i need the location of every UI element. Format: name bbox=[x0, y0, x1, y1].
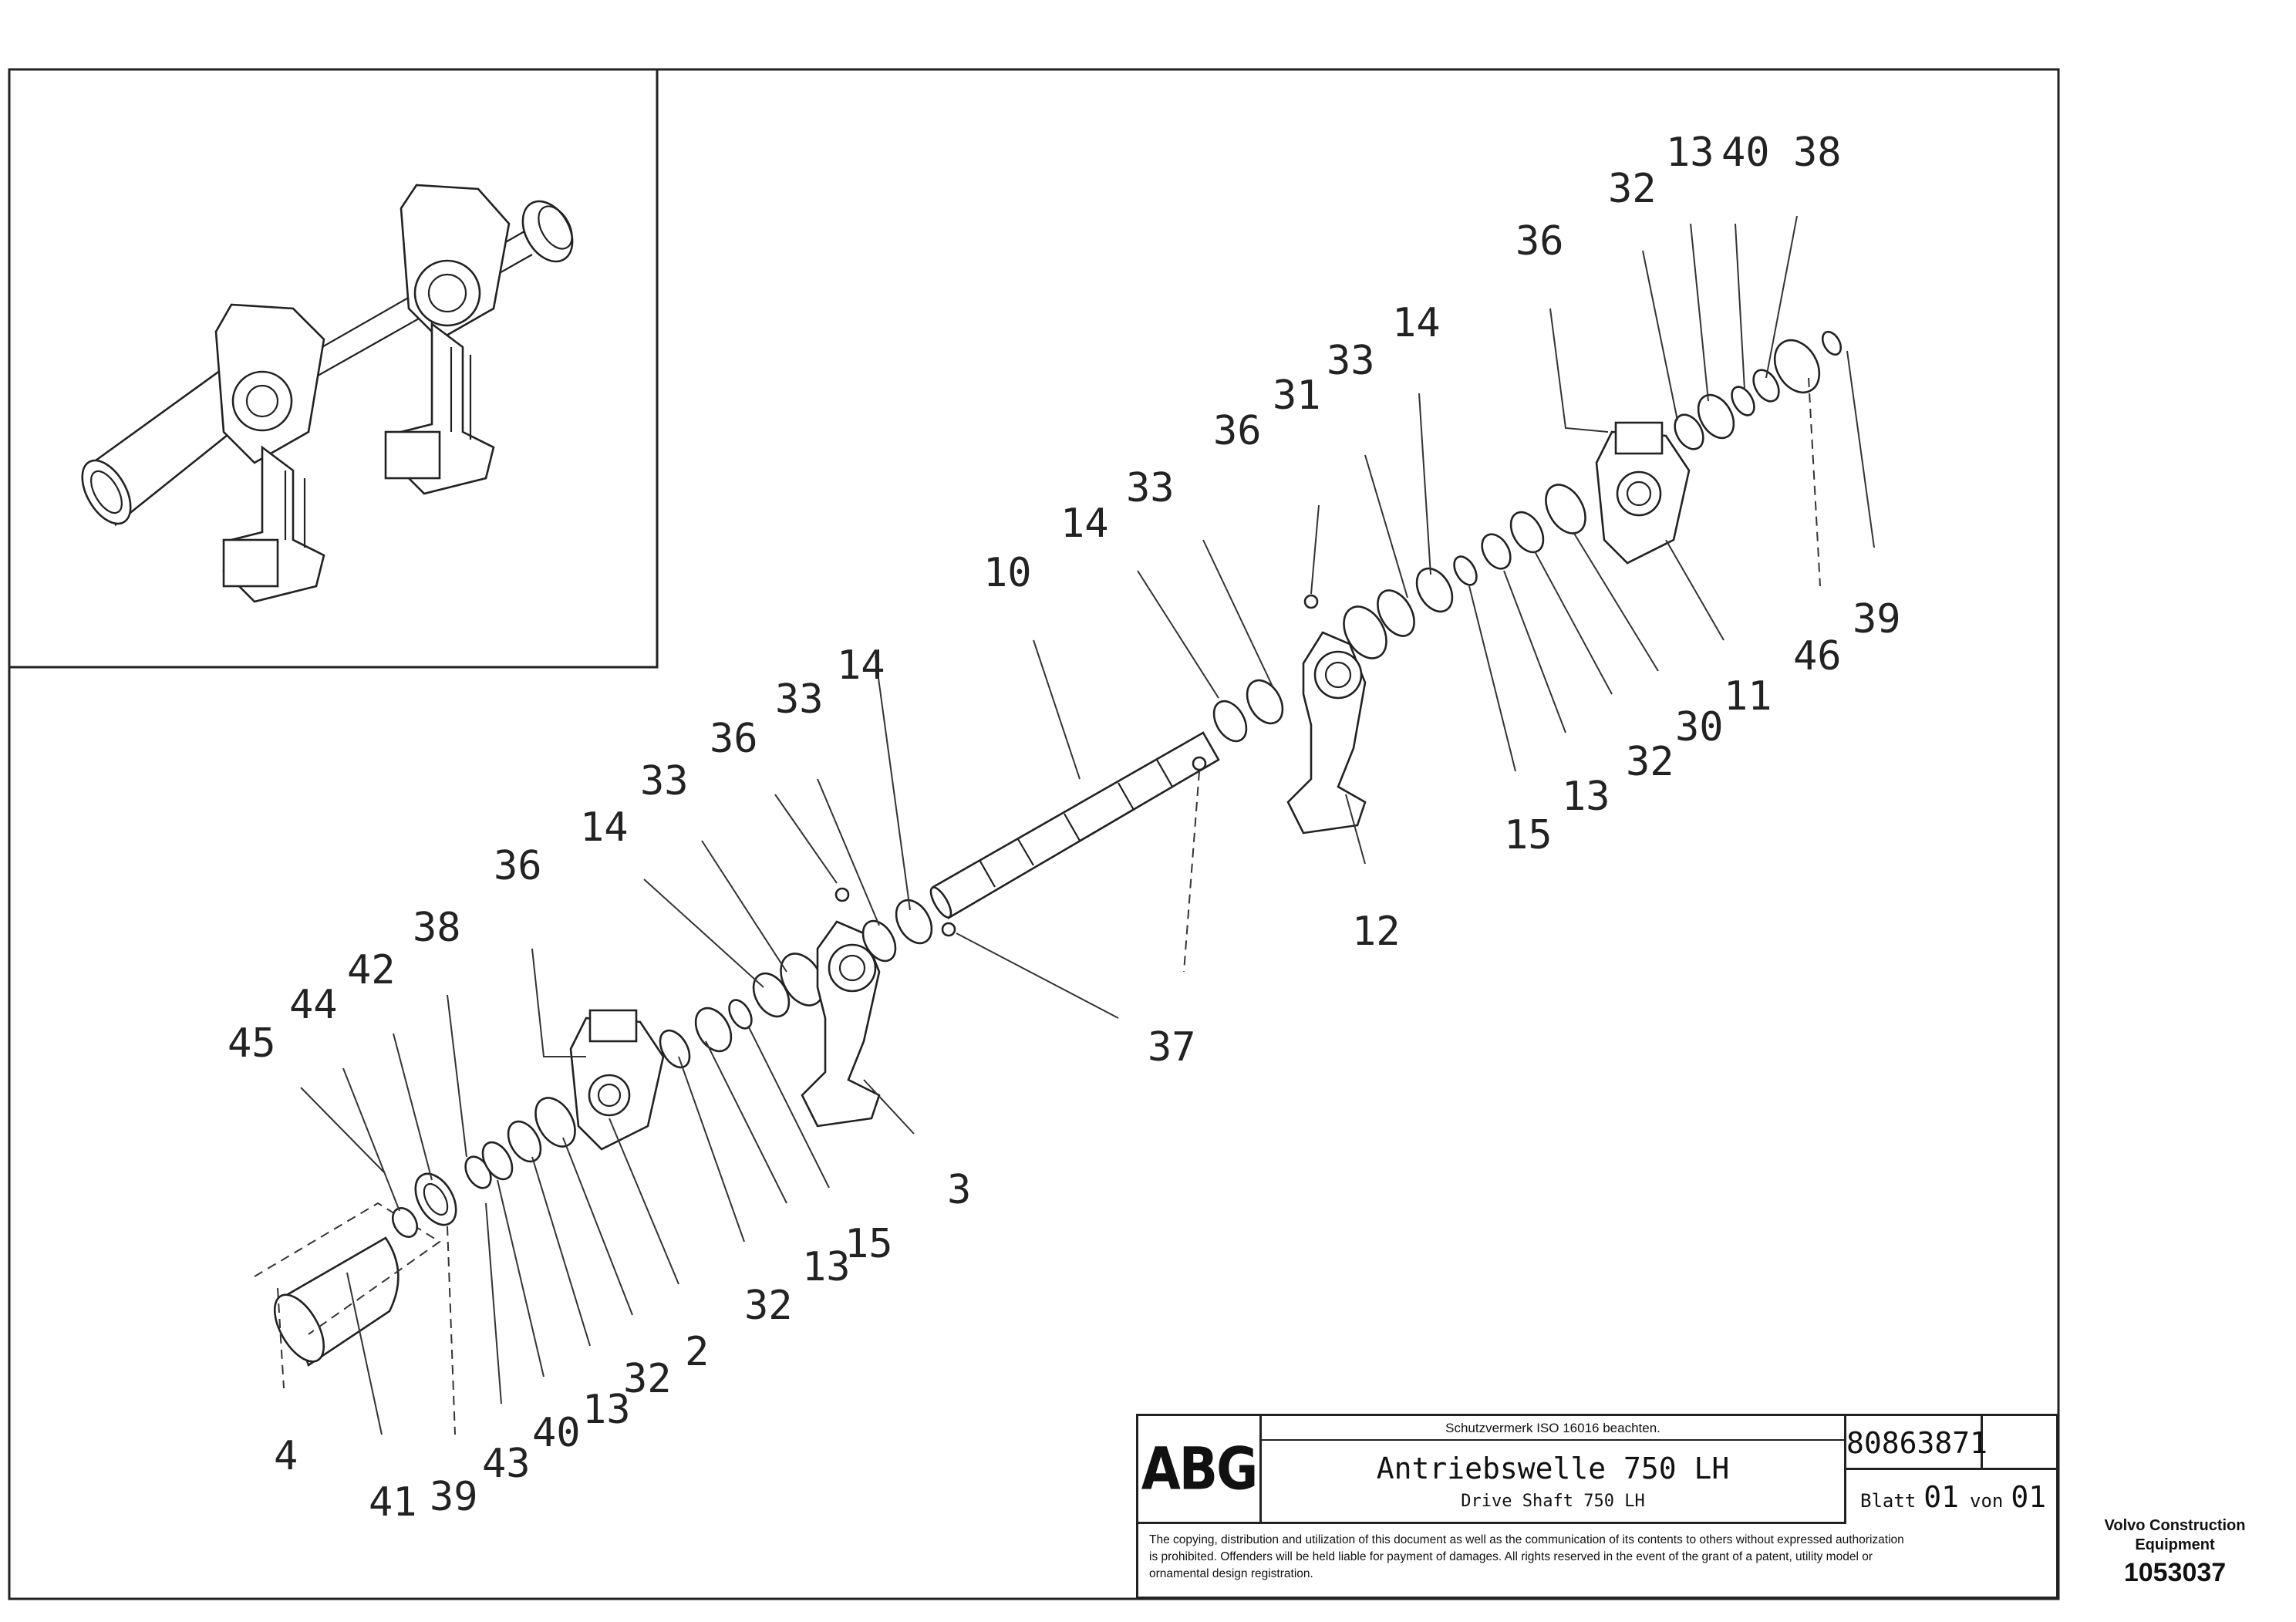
illustration-id: 1053037 bbox=[2123, 1558, 2227, 1587]
of-label: von bbox=[1970, 1490, 2004, 1512]
callout-36: 36 bbox=[710, 716, 758, 762]
callout-10: 10 bbox=[983, 550, 1032, 596]
logo-text: ABG bbox=[1141, 1435, 1259, 1503]
callout-39: 39 bbox=[1853, 596, 1901, 642]
sheet-total: 01 bbox=[2011, 1480, 2047, 1514]
brand-line: Equipment bbox=[2135, 1536, 2215, 1553]
callout-2: 2 bbox=[685, 1329, 709, 1375]
copyright-line: The copying, distribution and utilizatio… bbox=[1149, 1533, 1904, 1546]
abg-logo: ABG bbox=[1138, 1416, 1262, 1524]
callout-37: 37 bbox=[1148, 1024, 1196, 1071]
callout-33: 33 bbox=[640, 758, 689, 804]
sheet-label: Blatt bbox=[1860, 1490, 1917, 1512]
brand-name: Volvo Construction Equipment bbox=[2082, 1516, 2267, 1555]
callout-31: 31 bbox=[1273, 373, 1321, 419]
title-area: Schutzvermerk ISO 16016 beachten. Antrie… bbox=[1262, 1416, 1844, 1524]
callout-13: 13 bbox=[802, 1244, 851, 1290]
callout-30: 30 bbox=[1675, 704, 1724, 750]
callout-32: 32 bbox=[623, 1356, 672, 1402]
callout-42: 42 bbox=[347, 947, 396, 993]
title-english: Drive Shaft 750 LH bbox=[1461, 1492, 1645, 1511]
drawing-number: 80863871 bbox=[1844, 1416, 1988, 1470]
inset-frame bbox=[8, 68, 659, 669]
brand-line: Volvo Construction bbox=[2104, 1517, 2246, 1534]
drawing-frame bbox=[8, 68, 2060, 1600]
callout-43: 43 bbox=[482, 1441, 531, 1487]
callout-13: 13 bbox=[582, 1387, 631, 1433]
callout-15: 15 bbox=[845, 1221, 893, 1267]
callout-45: 45 bbox=[228, 1020, 276, 1067]
callout-36: 36 bbox=[1515, 218, 1564, 265]
callout-15: 15 bbox=[1504, 812, 1553, 858]
callout-3: 3 bbox=[947, 1167, 971, 1213]
callout-39: 39 bbox=[430, 1474, 478, 1520]
callout-14: 14 bbox=[1060, 501, 1109, 547]
revision-cell bbox=[1983, 1416, 2056, 1470]
callout-13: 13 bbox=[1666, 130, 1714, 176]
copyright-line: ornamental design registration. bbox=[1149, 1567, 1313, 1580]
callout-44: 44 bbox=[289, 982, 338, 1028]
callout-41: 41 bbox=[369, 1479, 417, 1526]
exploded-view bbox=[254, 330, 1843, 1367]
trademark-note: Schutzvermerk ISO 16016 beachten. bbox=[1262, 1416, 1844, 1441]
callout-33: 33 bbox=[1327, 338, 1375, 384]
copyright-line: is prohibited. Offenders will be held li… bbox=[1149, 1550, 1873, 1563]
callout-33: 33 bbox=[1126, 465, 1175, 511]
callouts: 13 40 38 32 36 14 33 31 36 33 14 10 39 4… bbox=[228, 130, 1901, 1526]
leader-lines bbox=[277, 215, 1875, 1435]
title-german: Antriebswelle 750 LH bbox=[1376, 1452, 1730, 1485]
catalog-label: Volvo Construction Equipment 1053037 bbox=[2082, 1516, 2267, 1588]
callout-32: 32 bbox=[744, 1283, 793, 1329]
callout-33: 33 bbox=[775, 676, 824, 723]
callout-12: 12 bbox=[1352, 909, 1401, 955]
copyright-notice: The copying, distribution and utilizatio… bbox=[1149, 1532, 2044, 1583]
callout-40: 40 bbox=[532, 1410, 581, 1456]
callout-4: 4 bbox=[274, 1433, 298, 1479]
title-block: ABG Schutzvermerk ISO 16016 beachten. An… bbox=[1136, 1414, 2058, 1599]
callout-14: 14 bbox=[580, 804, 629, 851]
callout-14: 14 bbox=[1392, 300, 1441, 346]
callout-36: 36 bbox=[494, 843, 542, 889]
callout-32: 32 bbox=[1608, 166, 1657, 212]
callout-32: 32 bbox=[1626, 739, 1674, 785]
callout-11: 11 bbox=[1724, 673, 1772, 720]
callout-36: 36 bbox=[1213, 408, 1262, 454]
sheet-number: 01 bbox=[1923, 1480, 1960, 1514]
callout-14: 14 bbox=[837, 642, 885, 689]
callout-38: 38 bbox=[413, 905, 461, 951]
callout-46: 46 bbox=[1793, 633, 1842, 679]
callout-38: 38 bbox=[1793, 130, 1842, 176]
callout-13: 13 bbox=[1562, 774, 1610, 820]
assembled-view bbox=[81, 184, 574, 603]
callout-40: 40 bbox=[1721, 130, 1770, 176]
sheet-info: Blatt 01 von 01 bbox=[1844, 1470, 2056, 1524]
